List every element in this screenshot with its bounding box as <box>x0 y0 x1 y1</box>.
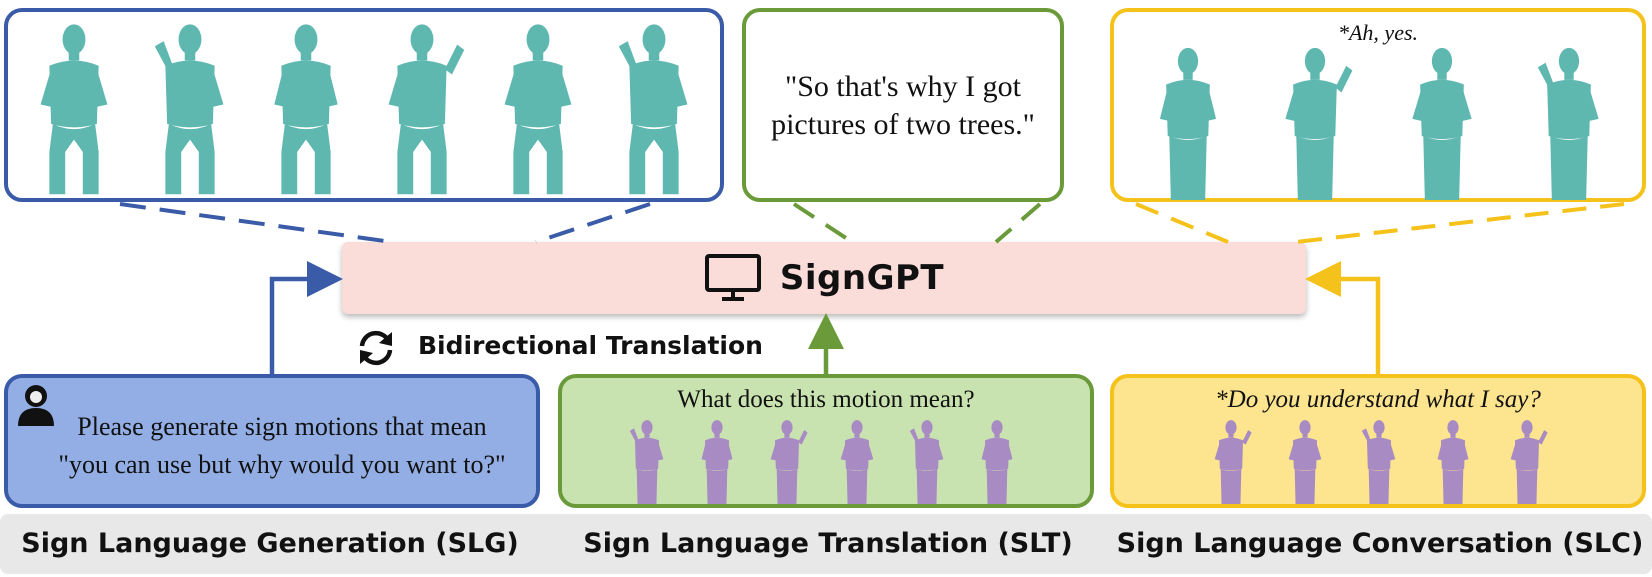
footer-bar <box>0 514 1652 574</box>
slc-input-figures <box>1194 418 1564 504</box>
slc-callout-right <box>1295 202 1625 244</box>
slg-input-text: Please generate sign motions that mean "… <box>32 408 532 484</box>
slg-input-arrow <box>269 261 343 374</box>
slc-input-arrow <box>1305 261 1381 374</box>
sign-figure <box>1159 47 1216 200</box>
slc-input-panel: *Do you understand what I say? <box>1110 374 1646 508</box>
monitor-icon <box>704 254 761 301</box>
sign-figure <box>701 420 733 504</box>
task-label-slc: Sign Language Conversation (SLC) <box>1116 528 1644 559</box>
sign-figure <box>40 24 108 195</box>
slg-output-panel <box>4 8 724 202</box>
slc-input-question: *Do you understand what I say? <box>1215 386 1541 413</box>
slt-output-line-1: "So that's why I got <box>785 70 1021 103</box>
sign-figure <box>504 24 572 195</box>
slc-callout-left <box>1135 202 1229 244</box>
sign-figure <box>909 420 944 504</box>
sign-figure <box>770 420 808 504</box>
sign-figure <box>1288 420 1322 504</box>
task-label-slt: Sign Language Translation (SLT) <box>583 528 1073 559</box>
sign-figure <box>1214 420 1252 504</box>
sync-arrows-icon <box>359 330 393 366</box>
slg-input-panel: Please generate sign motions that mean "… <box>4 374 540 508</box>
user-avatar-icon <box>18 385 54 426</box>
signgpt-box: SignGPT <box>342 242 1306 314</box>
slt-output-panel: "So that's why I got pictures of two tre… <box>742 8 1064 202</box>
task-label-slg: Sign Language Generation (SLG) <box>21 528 519 559</box>
sign-figure <box>1411 47 1472 200</box>
slc-output-caption: *Ah, yes. <box>1337 20 1419 45</box>
slg-callout-right <box>535 202 651 244</box>
bidirectional-label: Bidirectional Translation <box>418 331 763 360</box>
sign-figure <box>1510 420 1548 504</box>
sign-figure <box>388 24 465 195</box>
slg-callout-left <box>119 202 393 244</box>
sign-figure <box>629 420 664 504</box>
slt-input-question: What does this motion mean? <box>677 386 975 413</box>
sign-figure <box>154 24 224 195</box>
slt-input-figures <box>612 418 1032 504</box>
sign-figure <box>1361 420 1396 504</box>
slt-callout-left <box>792 202 854 244</box>
sign-figure <box>840 420 874 504</box>
sign-figure <box>1284 47 1352 200</box>
slt-output-text: "So that's why I got pictures of two tre… <box>746 68 1060 144</box>
slt-input-panel: What does this motion mean? <box>558 374 1094 508</box>
sign-figure <box>981 420 1013 504</box>
sign-figure <box>274 24 338 195</box>
slg-output-figures <box>16 18 712 196</box>
slc-output-panel: *Ah, yes. <box>1110 8 1646 202</box>
slt-callout-right <box>994 202 1042 244</box>
slg-input-line-1: Please generate sign motions that mean <box>77 412 487 441</box>
sign-figure <box>1437 420 1469 504</box>
slt-output-line-2: pictures of two trees." <box>771 108 1035 141</box>
sign-figure <box>618 24 688 195</box>
slc-output-figures <box>1124 42 1632 200</box>
signgpt-title: SignGPT <box>779 258 945 298</box>
sign-figure <box>1537 47 1599 200</box>
slg-input-line-2: "you can use but why would you want to?" <box>58 450 506 479</box>
